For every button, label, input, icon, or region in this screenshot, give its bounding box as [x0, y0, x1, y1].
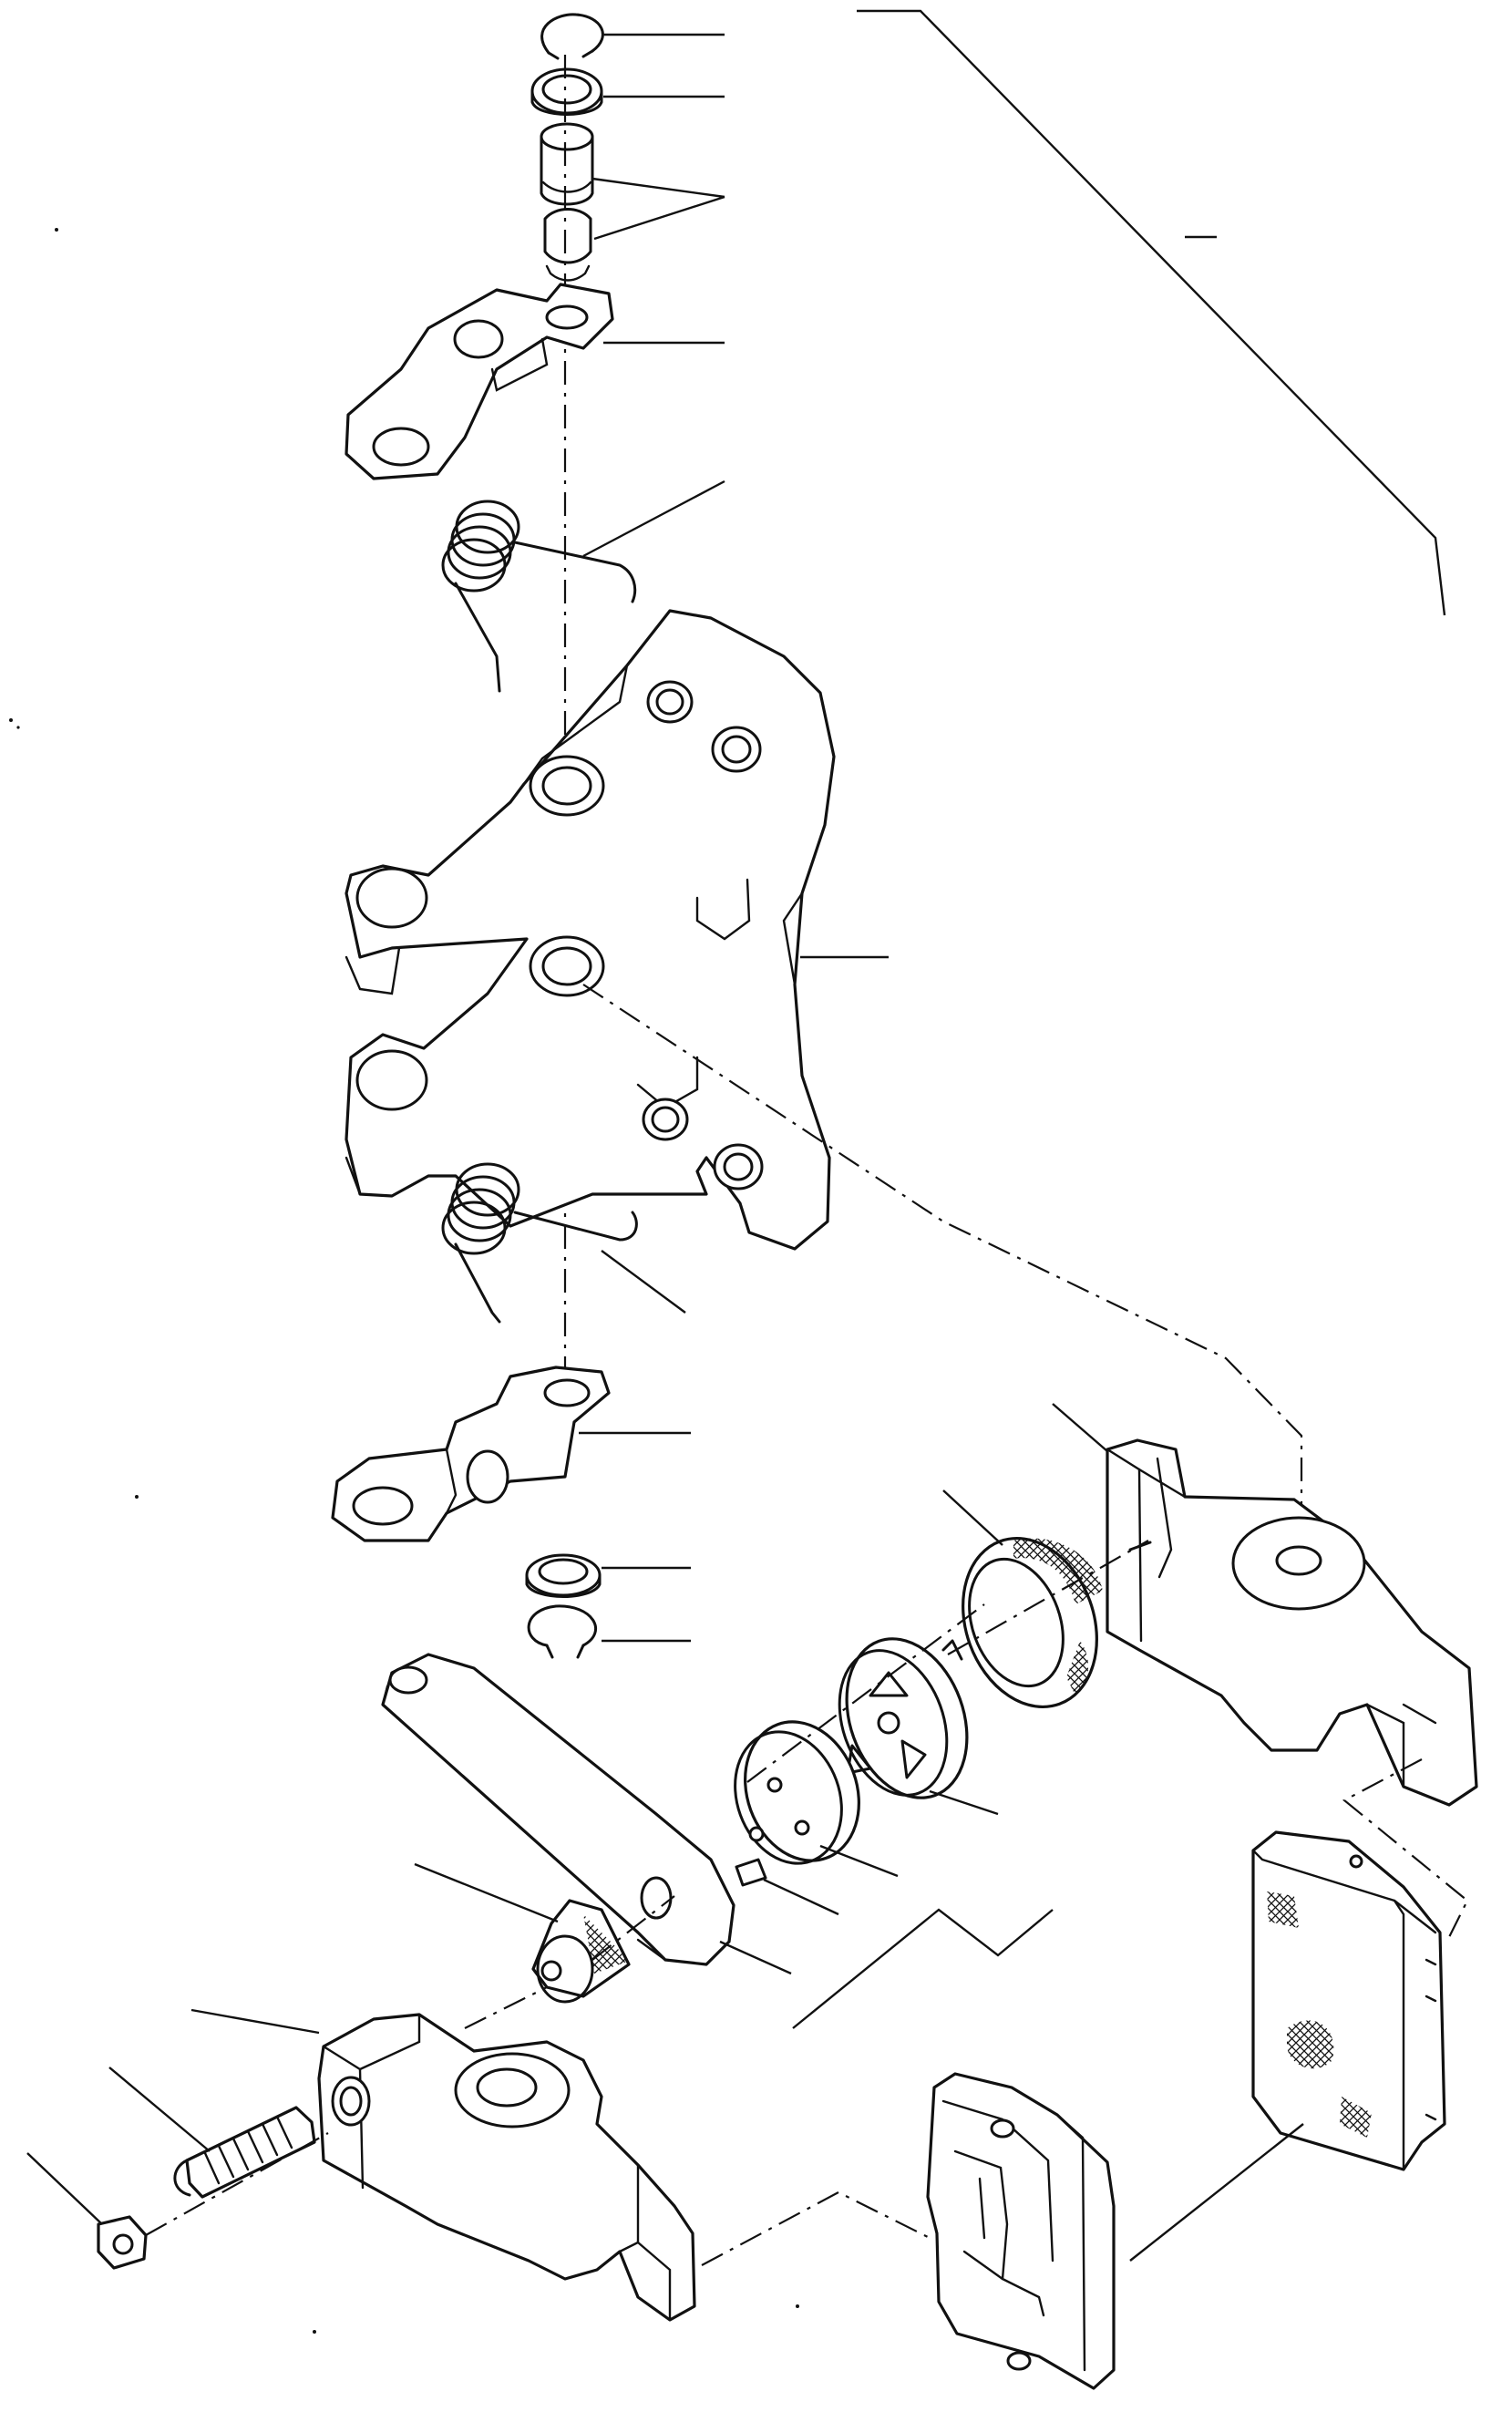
cam-disk — [838, 1637, 969, 1799]
leader-brake-pad-right — [1129, 2123, 1304, 2262]
diagonal-axis — [582, 984, 1303, 1559]
lever-arm — [381, 1653, 735, 1966]
lower-bracket-plate — [331, 1366, 611, 1542]
leader-cone-nut — [414, 1862, 559, 1923]
leader-caliper-right — [1052, 1403, 1108, 1452]
scan-specks — [9, 228, 799, 2334]
screw-axis — [145, 2132, 329, 2236]
mounting-yoke-bracket — [345, 609, 836, 1251]
brake-pad-holder — [926, 2072, 1116, 2390]
leader-caliper-left — [190, 2008, 320, 2035]
cone-axis — [591, 1895, 675, 1961]
adjuster-screw — [173, 2106, 316, 2199]
torsion-spring-upper — [441, 500, 637, 693]
leader-hex-nut — [26, 2152, 103, 2225]
leader-spring-lower — [601, 1250, 686, 1314]
leader-lever-arm — [719, 1940, 792, 1975]
bushing-upper — [540, 122, 594, 206]
caliper-body-left — [317, 2013, 696, 2322]
pad-disk — [734, 1720, 860, 1865]
pad-axis-lower — [701, 2190, 931, 2266]
upper-yoke-axis — [947, 1540, 1149, 1655]
washer-bottom — [525, 1553, 602, 1598]
leader-adjuster-screw — [108, 2067, 211, 2152]
cone-nut — [531, 1899, 631, 2004]
dowel-pin — [735, 1858, 767, 1887]
washer-top — [530, 67, 603, 116]
leader-spring-upper — [582, 479, 725, 558]
hex-nut — [97, 2215, 148, 2270]
torsion-spring-lower — [441, 1162, 638, 1324]
brake-pad-right — [1251, 1830, 1446, 2171]
bushing-lower — [543, 208, 592, 282]
leader-disk-group — [792, 1908, 1054, 2029]
retaining-ring-top — [540, 13, 604, 60]
knurled-ring — [962, 1536, 1103, 1709]
leader-assembly-group — [857, 9, 1446, 616]
lever-axis — [464, 1986, 548, 2029]
upper-bracket-plate — [345, 283, 614, 480]
pad-axis-right — [1342, 1758, 1469, 1938]
retaining-ring-bottom — [527, 1604, 597, 1659]
leader-bushings — [591, 177, 725, 241]
leader-dowel-pin — [763, 1878, 839, 1916]
caliper-body-right — [1106, 1438, 1478, 1807]
leader-pad-disk — [819, 1844, 899, 1878]
leader-knurled-ring — [942, 1489, 1003, 1546]
disk-axis — [746, 1603, 985, 1783]
leader-cam-disk — [929, 1789, 999, 1816]
